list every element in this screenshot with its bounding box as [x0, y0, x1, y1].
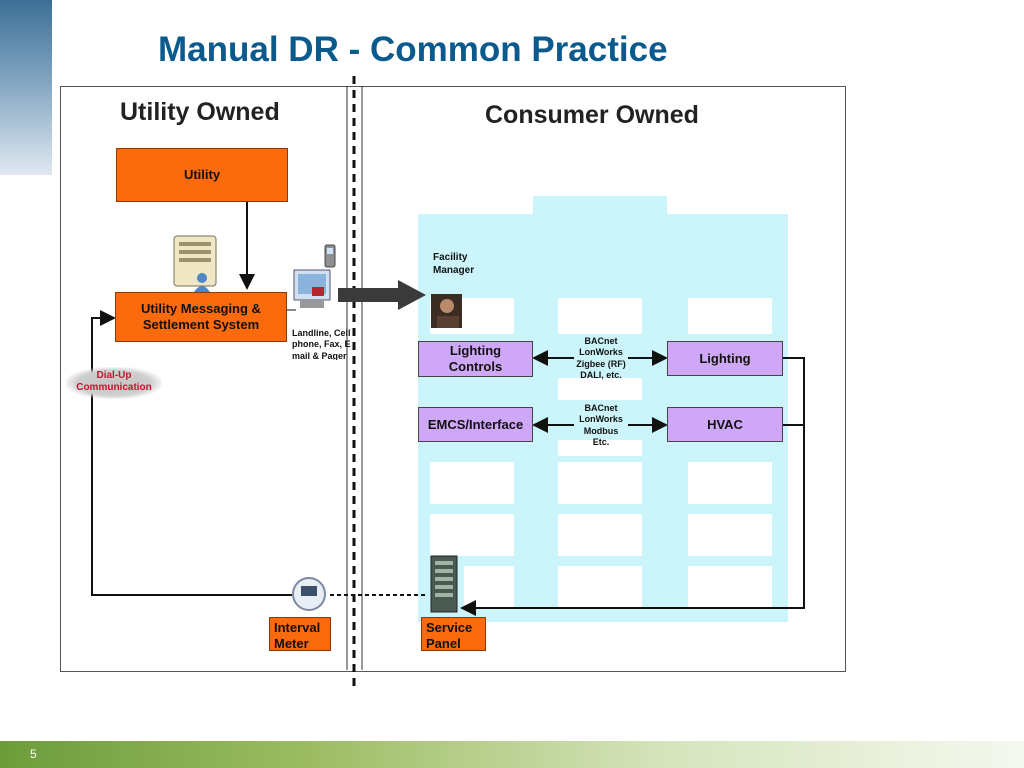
- building-window: [558, 440, 642, 456]
- lighting-controls-box: Lighting Controls: [418, 341, 533, 377]
- user-icon: [194, 273, 210, 292]
- page-number: 5: [30, 747, 37, 761]
- footer-bar: [0, 741, 1024, 768]
- building-window: [688, 566, 772, 608]
- building-window: [688, 462, 772, 504]
- building-window: [430, 462, 514, 504]
- building-window: [688, 514, 772, 556]
- cell-phone-icon: [324, 244, 336, 268]
- corner-accent: [0, 0, 52, 175]
- panel-icon: [430, 555, 458, 613]
- building-window: [688, 298, 772, 334]
- building-window: [558, 378, 642, 400]
- service-panel-label: Service Panel: [421, 617, 486, 651]
- hvac-protocols-label: BACnet LonWorks Modbus Etc.: [579, 403, 623, 447]
- hvac-box: HVAC: [667, 407, 783, 442]
- building-window: [558, 298, 642, 334]
- building-roof: [533, 196, 667, 216]
- emcs-interface-box: EMCS/Interface: [418, 407, 533, 442]
- notification-arrow: [338, 280, 426, 310]
- building-window: [558, 566, 642, 608]
- communication-methods-label: Landline, Cell phone, Fax, E mail & Page…: [292, 328, 351, 360]
- dialup-return-arrow: [91, 310, 292, 596]
- server-icon: [173, 235, 217, 287]
- building-window: [558, 462, 642, 504]
- slide-title: Manual DR - Common Practice: [158, 30, 668, 69]
- utility-owned-title: Utility Owned: [120, 98, 280, 126]
- building-window: [430, 514, 514, 556]
- messaging-system-box: Utility Messaging & Settlement System: [115, 292, 287, 342]
- dialup-cloud-icon: [66, 367, 162, 399]
- lighting-box: Lighting: [667, 341, 783, 376]
- dialup-communication-label: Dial-Up Communication: [76, 370, 152, 393]
- consumer-owned-title: Consumer Owned: [485, 101, 699, 129]
- facility-manager-label: Facility Manager: [433, 252, 475, 276]
- utility-box: Utility: [116, 148, 288, 202]
- loads-to-panel-arrow: [460, 357, 805, 616]
- person-photo-icon: [431, 294, 462, 328]
- computer-icon: [293, 269, 331, 308]
- building-window: [558, 514, 642, 556]
- interval-meter-label: Interval Meter: [269, 617, 331, 651]
- meter-icon: [292, 577, 326, 611]
- lighting-protocols-label: BACnet LonWorks Zigbee (RF) DALI, etc.: [576, 336, 626, 380]
